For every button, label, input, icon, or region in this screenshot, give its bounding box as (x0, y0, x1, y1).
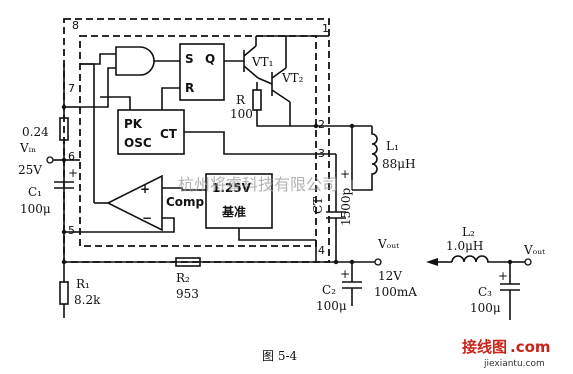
c3-plus: + (498, 269, 508, 283)
pin-7-label: 7 (68, 82, 75, 95)
c3-value: 100μ (470, 301, 501, 315)
r-sense-value: 0.24 (22, 125, 49, 139)
c2-plus: + (340, 267, 350, 281)
ct-value: 1500p (339, 187, 353, 226)
osc-label-ct: CT (160, 127, 178, 141)
vout-label: Vₒᵤₜ (377, 237, 399, 251)
comp-plus: + (140, 182, 150, 196)
vin-value: 25V (18, 163, 42, 177)
logo-url: jiexiantu.com (483, 359, 545, 369)
comp-label: Comp (166, 195, 205, 209)
inductor-l2 (451, 255, 510, 263)
vout2-label: Vₒᵤₜ (523, 243, 545, 257)
r2-value: 953 (176, 287, 199, 301)
pin-2-label: 2 (318, 118, 325, 131)
pin-8-label: 8 (72, 19, 79, 32)
logo-suffix: .com (510, 338, 551, 356)
capacitor-c3 (500, 283, 520, 291)
watermark-text: 杭州将睿科技有限公司 (178, 175, 338, 194)
ct-name: CT (311, 197, 325, 214)
osc-label-osc: OSC (124, 136, 152, 150)
pin-5-label: 5 (68, 224, 75, 237)
vt2-label: VT₂ (281, 71, 304, 85)
r-base-value: 100 (230, 107, 253, 121)
pin-6-label: 6 (68, 150, 75, 163)
comparator (106, 174, 163, 232)
inductor-l1 (371, 126, 378, 180)
resistor-r1 (59, 281, 69, 305)
c2-name: C₂ (322, 283, 336, 297)
r2-name: R₂ (176, 271, 190, 285)
latch-s-label: S (185, 52, 194, 66)
r1-name: R₁ (76, 277, 90, 291)
site-logo: 接线图 .com jiexiantu.com (462, 338, 551, 369)
reference-name: 基准 (221, 204, 246, 219)
reference-value: 1.25V (212, 181, 252, 195)
l2-value: 1.0μH (446, 239, 483, 253)
c1-value: 100μ (20, 202, 51, 216)
comp-minus: − (142, 211, 152, 225)
vout-value: 12V (378, 269, 402, 283)
iout-value: 100mA (374, 285, 417, 299)
resistor-r2 (175, 257, 201, 267)
and-gate (115, 46, 155, 76)
figure-caption: 图 5-4 (262, 349, 298, 363)
ic-package-outline (63, 18, 330, 263)
c1-name: C₁ (28, 185, 42, 199)
latch-q-label: Q (205, 52, 215, 66)
osc-label-pk: PK (124, 117, 143, 131)
l1-value: 88μH (382, 157, 416, 171)
r-base-name: R (236, 93, 246, 107)
c1-plus: + (68, 166, 78, 180)
capacitor-c2 (342, 281, 362, 289)
logo-text: 接线图 (462, 338, 507, 356)
sr-latch (179, 43, 225, 101)
pin-4-label: 4 (318, 244, 325, 257)
pin-1-label: 1 (322, 22, 329, 35)
c3-name: C₃ (478, 285, 492, 299)
l1-name: L₁ (386, 139, 399, 153)
ic-inner-outline (79, 35, 317, 247)
resistor-r-base (252, 89, 262, 111)
c2-value: 100μ (316, 299, 347, 313)
r1-value: 8.2k (74, 293, 101, 307)
c2-plus-top: + (340, 167, 350, 181)
vt1-label: VT₁ (251, 55, 273, 69)
l2-name: L₂ (462, 225, 475, 239)
vin-label: Vᵢₙ (19, 141, 36, 155)
transistor-vt1 (243, 36, 259, 79)
latch-r-label: R (185, 81, 194, 95)
